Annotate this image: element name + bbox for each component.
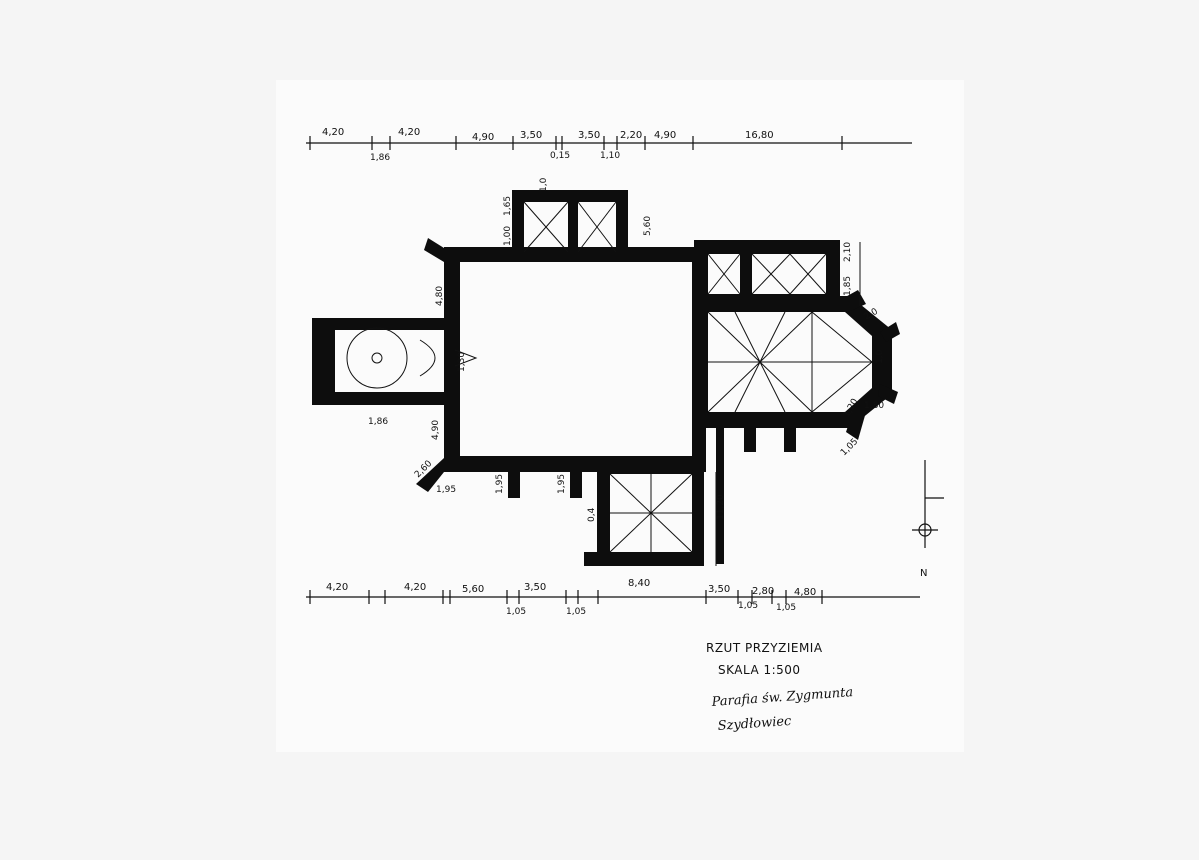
dim-label: 1,95 xyxy=(557,474,567,494)
dim-label: 1,86 xyxy=(370,153,390,163)
dim-label: 0,4 xyxy=(587,507,597,522)
title-block: RZUT PRZYZIEMIA SKALA 1:500 Parafia św. … xyxy=(706,641,854,734)
dim-label: 1,95 xyxy=(495,474,505,494)
dim-label: 2,20 xyxy=(620,130,642,141)
dim-label: 4,90 xyxy=(654,130,676,141)
bottom-dimension-line xyxy=(306,590,920,604)
top-dimension-labels: 4,20 4,20 4,90 3,50 3,50 2,20 4,90 16,80… xyxy=(322,127,774,163)
dim-label: 0,15 xyxy=(550,151,570,161)
dim-label: 8,40 xyxy=(628,578,650,589)
dim-label: 1,05 xyxy=(776,603,796,613)
vault-lines xyxy=(346,201,873,566)
drawing-scale: SKALA 1:500 xyxy=(718,663,801,677)
drawing-title: RZUT PRZYZIEMIA xyxy=(706,641,823,655)
dim-label: 3,50 xyxy=(578,130,600,141)
dim-label: 4,80 xyxy=(435,286,445,306)
dim-label: 4,90 xyxy=(472,132,494,143)
dim-label: 1,05 xyxy=(839,437,860,458)
dim-label: 1,95 xyxy=(436,485,456,495)
dim-label: 3,50 xyxy=(524,582,546,593)
dim-label: 3,50 xyxy=(520,130,542,141)
dim-label: 1,30 xyxy=(457,352,467,372)
dim-label: 1,0 xyxy=(539,177,549,192)
dim-label: 1,05 xyxy=(738,601,758,611)
top-dimension-line xyxy=(306,136,912,150)
dim-label: 3,50 xyxy=(708,584,730,595)
dim-label: 2,10 xyxy=(843,242,853,262)
north-arrow xyxy=(912,460,944,548)
dim-label: 1,00 xyxy=(503,226,513,246)
parish-name: Parafia św. Zygmunta xyxy=(710,685,853,710)
dim-label: 16,80 xyxy=(745,130,774,141)
dim-label: 4,20 xyxy=(326,582,348,593)
dim-label: 4,20 xyxy=(404,582,426,593)
north-label: N xyxy=(920,568,927,579)
dim-label: 1,05 xyxy=(566,607,586,617)
dim-label: 4,20 xyxy=(398,127,420,138)
dim-label: 2,80 xyxy=(752,586,774,597)
plan-walls xyxy=(312,190,900,566)
dim-label: 1,65 xyxy=(503,196,513,216)
dim-label: 11,20 xyxy=(716,494,726,520)
dim-label: 4,80 xyxy=(794,587,816,598)
bottom-dimension-labels: 4,20 4,20 5,60 3,50 8,40 3,50 2,80 4,80 … xyxy=(326,578,816,617)
dim-label: 5,60 xyxy=(462,584,484,595)
dim-label: 1,0 xyxy=(875,349,885,364)
dim-label: 1,10 xyxy=(600,151,620,161)
town-name: Szydłowiec xyxy=(717,714,792,734)
dim-label: 4,20 xyxy=(322,127,344,138)
dim-label: 4,90 xyxy=(431,420,441,440)
dim-label: 5,60 xyxy=(643,216,653,236)
dim-label: 1,86 xyxy=(368,417,388,427)
dim-label: 1,80 xyxy=(864,401,884,411)
dim-label: 1,85 xyxy=(843,276,853,296)
dim-label: 1,05 xyxy=(506,607,526,617)
